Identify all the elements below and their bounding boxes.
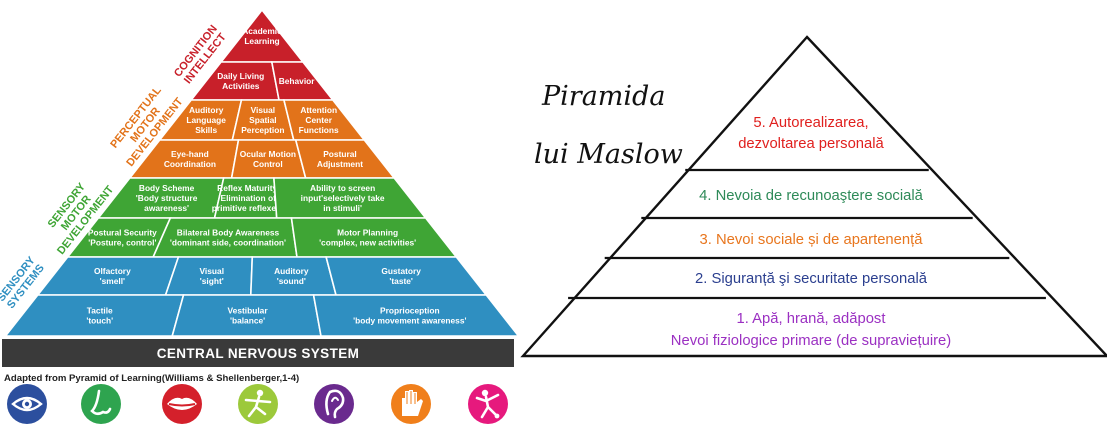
mouth-icon <box>162 384 202 424</box>
maslow-level-label: 1. Apă, hrană, adăpost <box>737 311 886 327</box>
source-caption: Adapted from Pyramid of Learning(William… <box>4 373 299 384</box>
maslow-level-5: 5. Autorealizarea, dezvoltarea personală <box>738 115 884 152</box>
pyramid-cell-label: Vestibular'balance' <box>228 306 269 326</box>
maslow-level-label: 2. Siguranță şi securitate personală <box>695 271 928 287</box>
pyramid-cell-label: Auditory'sound' <box>274 266 309 286</box>
pyramid-cell-label: Visual'sight' <box>200 266 225 286</box>
eye-icon <box>7 384 47 424</box>
pyramid-row-6: Postural Security'Posture, control' Bilat… <box>66 217 458 258</box>
maslow-level-2: 2. Siguranță şi securitate personală <box>695 271 928 287</box>
maslow-level-label: 5. Autorealizarea, <box>753 115 868 131</box>
pyramid-cell-label: Behavior <box>279 76 316 86</box>
cns-label: CENTRAL NERVOUS SYSTEM <box>157 346 360 361</box>
pyramid-cell-label: Gustatory'taste' <box>381 266 421 286</box>
pyramid-row-8: Tactile'touch' Vestibular'balance' Proprio… <box>3 294 521 337</box>
balance-figure-icon <box>238 384 278 424</box>
movement-figure-icon <box>468 384 508 424</box>
maslow-outline <box>520 35 1107 358</box>
maslow-level-label: Nevoi fiziologice primare (de supraviețu… <box>671 333 952 349</box>
ear-icon <box>314 384 354 424</box>
hand-icon <box>391 384 431 424</box>
pyramid-cell-label: Tactile'touch' <box>86 306 113 326</box>
pyramid-cell <box>312 294 521 337</box>
pyramid-cell-label: Bilateral Body Awareness'dominant side, … <box>170 228 286 248</box>
pyramid-cell-label: Proprioception'body movement awareness' <box>353 306 466 326</box>
maslow-level-label: 4. Nevoia de recunoaştere socială <box>699 188 924 204</box>
pyramid-cell-label: Olfactory'smell' <box>94 266 131 286</box>
maslow-level-4: 4. Nevoia de recunoaştere socială <box>699 188 924 204</box>
maslow-level-label: dezvoltarea personală <box>738 136 884 152</box>
maslow-level-3: 3. Nevoi sociale și de apartenență <box>700 232 924 248</box>
cns-bar <box>2 339 514 367</box>
pyramid-row-7: Olfactory'smell' Visual'sight' Auditory'so… <box>36 256 488 296</box>
pyramid-cell-label: Motor Planning'complex, new activities' <box>319 228 416 248</box>
pyramid-cell-label: Postural Security'Posture, control' <box>88 228 157 248</box>
maslow-level-label: 3. Nevoi sociale și de apartenență <box>700 232 924 248</box>
nose-icon <box>81 384 121 424</box>
